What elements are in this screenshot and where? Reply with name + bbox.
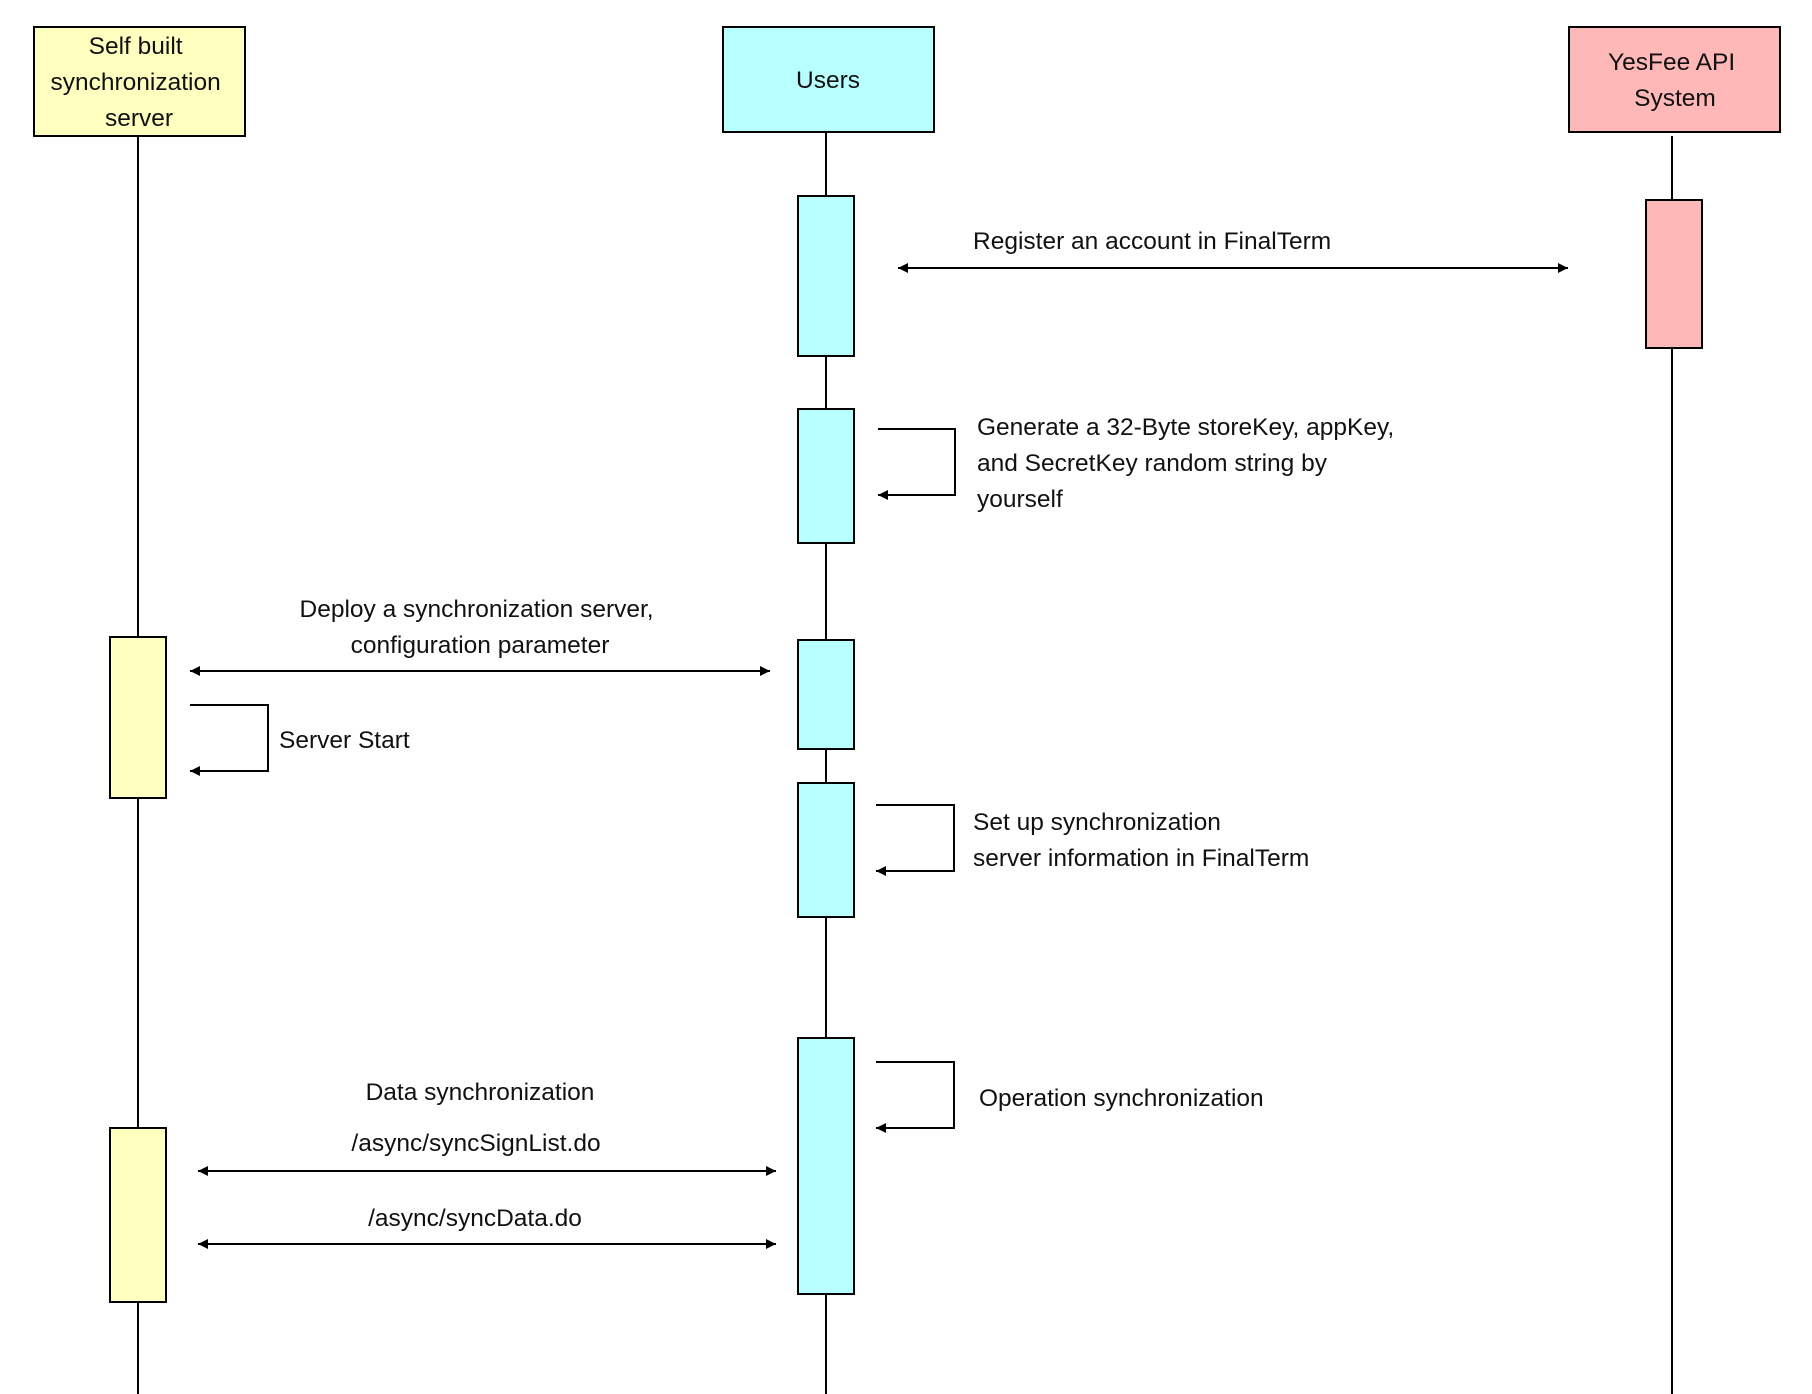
sync-data-label-line: /async/syncData.do [368, 1205, 582, 1232]
users-activation-sync [797, 1037, 855, 1295]
message-sync-data: /async/syncData.do [198, 1205, 776, 1249]
participant-api-label: YesFee API System [1608, 49, 1742, 112]
participant-users: Users [722, 26, 935, 133]
register-label: Register an account in FinalTerm [973, 228, 1331, 255]
participant-server-box [33, 26, 246, 137]
operation-label-line: Operation synchronization [979, 1085, 1264, 1112]
setup-label-line: Set up synchronization [973, 809, 1221, 836]
participant-users-label: Users [796, 67, 860, 94]
deploy-label-line: Deploy a synchronization server, [300, 596, 654, 623]
message-register: Register an account in FinalTerm [898, 228, 1568, 273]
participant-server-label: Self built synchronization server [50, 33, 227, 132]
users-activation-generate [797, 408, 855, 544]
deploy-label: Deploy a synchronization server, configu… [300, 596, 661, 659]
operation-self-arrow [876, 1061, 955, 1133]
participant-api-box [1568, 26, 1781, 133]
operation-label: Operation synchronization [979, 1085, 1264, 1112]
participant-users-box [722, 26, 935, 133]
participant-server-label-line: synchronization [50, 69, 220, 96]
generate-self-arrow [878, 428, 956, 500]
server-start-label-line: Server Start [279, 727, 410, 754]
participant-users-label-line: Users [796, 67, 860, 94]
deploy-label-line: configuration parameter [351, 632, 610, 659]
participant-server-label-line: server [105, 105, 173, 132]
generate-label-line: and SecretKey random string by [977, 450, 1328, 477]
setup-self-arrow [876, 804, 955, 876]
participant-api: YesFee API System [1568, 26, 1781, 133]
api-activation-register [1645, 199, 1703, 349]
message-operation: Operation synchronization [876, 1061, 1264, 1133]
data-sync-label-line: Data synchronization [366, 1079, 595, 1106]
message-sign-list: /async/syncSignList.do [198, 1130, 776, 1176]
message-setup: Set up synchronization server informatio… [876, 804, 1309, 876]
setup-label-line: server information in FinalTerm [973, 845, 1309, 872]
participant-api-label-line: System [1634, 85, 1716, 112]
sign-list-label: /async/syncSignList.do [351, 1130, 600, 1157]
server-activation-deploy [109, 636, 167, 799]
message-deploy: Deploy a synchronization server, configu… [190, 596, 770, 676]
users-activation-deploy [797, 639, 855, 750]
setup-label: Set up synchronization server informatio… [973, 809, 1309, 872]
server-start-label: Server Start [279, 727, 410, 754]
server-activation-sync [109, 1127, 167, 1303]
generate-label-line: Generate a 32-Byte storeKey, appKey, [977, 414, 1394, 441]
sync-data-label: /async/syncData.do [368, 1205, 582, 1232]
generate-label: Generate a 32-Byte storeKey, appKey, and… [977, 414, 1401, 513]
server-start-self-arrow [190, 704, 269, 776]
data-sync-label: Data synchronization [366, 1079, 595, 1106]
register-label-line: Register an account in FinalTerm [973, 228, 1331, 255]
participant-server: Self built synchronization server [33, 26, 246, 137]
message-generate: Generate a 32-Byte storeKey, appKey, and… [878, 414, 1401, 513]
participant-api-label-line: YesFee API [1608, 49, 1735, 76]
sign-list-label-line: /async/syncSignList.do [351, 1130, 600, 1157]
users-activation-register [797, 195, 855, 357]
generate-label-line: yourself [977, 486, 1063, 513]
message-server-start: Server Start [190, 704, 410, 776]
users-activation-setup [797, 782, 855, 918]
participant-server-label-line: Self built [89, 33, 183, 60]
